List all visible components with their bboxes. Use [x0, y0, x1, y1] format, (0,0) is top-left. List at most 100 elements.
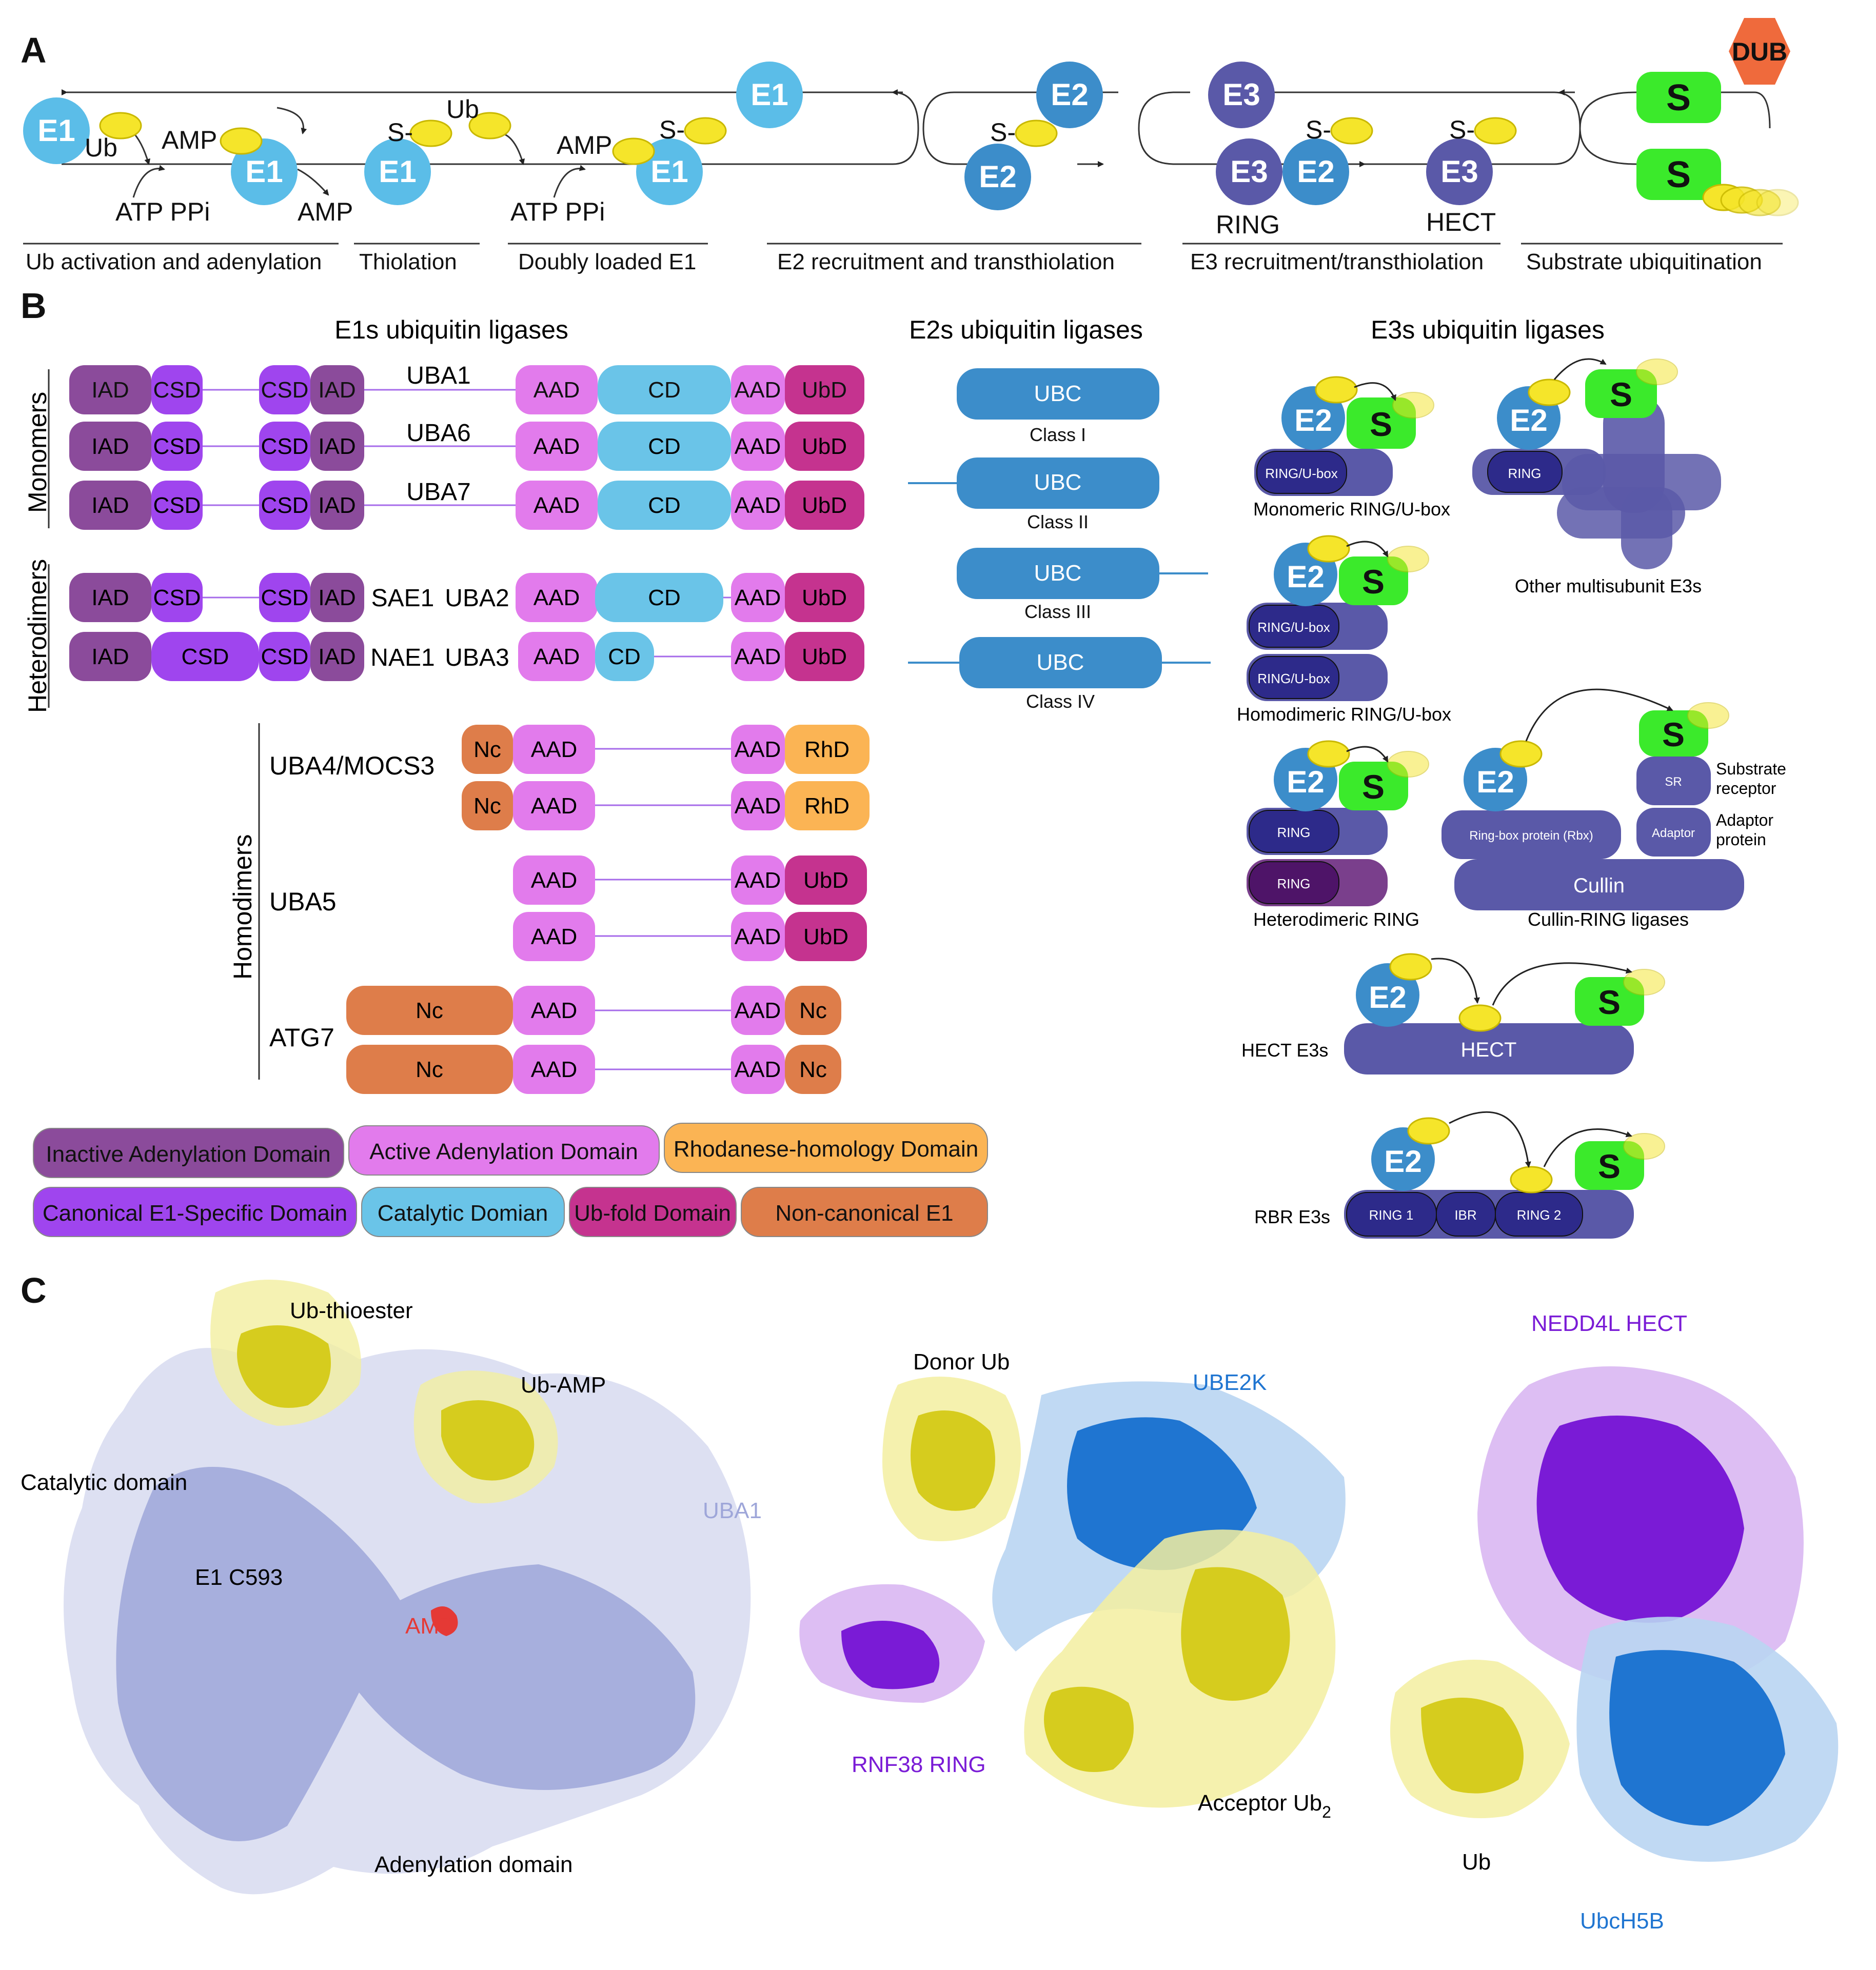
amp-label-1: AMP: [162, 126, 217, 154]
uba3-name: UBA3: [445, 644, 509, 671]
row-uba6: IAD CSD CSD IAD UBA6 AAD CD AAD UbD: [69, 420, 864, 471]
svg-text:Class III: Class III: [1024, 601, 1091, 622]
structure-nedd4l-ubch5b: NEDD4L HECT Ub UbcH5B: [1390, 1311, 1839, 1934]
e1-linkers: [200, 389, 734, 1070]
svg-text:E2: E2: [979, 160, 1016, 194]
rnf38-label: RNF38 RING: [852, 1752, 986, 1777]
svg-text:Class I: Class I: [1030, 424, 1086, 445]
svg-text:AAD: AAD: [531, 1057, 577, 1082]
e1-node-3: E1: [364, 138, 431, 205]
svg-text:UbD: UbD: [802, 493, 847, 518]
svg-text:Class IV: Class IV: [1026, 691, 1095, 712]
svg-text:E2: E2: [1476, 765, 1514, 799]
svg-text:E2: E2: [1287, 765, 1324, 799]
svg-text:RING 1: RING 1: [1369, 1207, 1414, 1223]
uba5-name: UBA5: [269, 887, 337, 916]
svg-text:UBC: UBC: [1034, 561, 1082, 586]
svg-text:Nc: Nc: [473, 737, 501, 762]
svg-text:AAD: AAD: [531, 793, 577, 819]
svg-text:DUB: DUB: [1732, 37, 1787, 66]
svg-text:Ring-box protein (Rbx): Ring-box protein (Rbx): [1469, 829, 1593, 843]
e1-title: E1s ubiquitin ligases: [334, 315, 568, 344]
panel-label-b: B: [21, 286, 47, 326]
svg-text:IAD: IAD: [91, 434, 129, 459]
svg-text:E2: E2: [1384, 1144, 1421, 1179]
e2-node-2: E2: [964, 144, 1031, 210]
ub-c-label: Ub: [1462, 1849, 1491, 1875]
svg-text:CSD: CSD: [261, 434, 309, 459]
row-uba4-b: Nc AAD AAD RhD: [462, 781, 870, 830]
svg-text:CSD: CSD: [182, 644, 229, 669]
svg-text:AAD: AAD: [735, 793, 781, 819]
svg-text:HECT: HECT: [1461, 1039, 1517, 1061]
svg-text:CSD: CSD: [153, 377, 201, 403]
e3-heterodimeric: RING RING E2 S Heterodimeric RING: [1247, 740, 1429, 930]
e3-monomeric: RING/U-box E2 S Monomeric RING/U-box: [1253, 376, 1450, 520]
ube2k-label: UBE2K: [1193, 1370, 1267, 1395]
e1-node-2: E1: [231, 138, 298, 205]
e3-node-hect: E3: [1426, 138, 1493, 205]
legend-noncanonical: Non-canonical E1: [775, 1201, 953, 1226]
svg-text:AAD: AAD: [735, 924, 781, 949]
svg-text:IAD: IAD: [318, 585, 356, 610]
monomers-label: Monomers: [23, 392, 52, 513]
s-dash-4: S-: [1306, 115, 1331, 144]
domain-legend: [33, 1123, 988, 1237]
svg-text:Nc: Nc: [416, 998, 443, 1023]
svg-text:IAD: IAD: [318, 644, 356, 669]
e3-rbr: RING 1 IBR RING 2 E2 S RBR E3s: [1254, 1111, 1665, 1239]
svg-text:CSD: CSD: [153, 434, 201, 459]
homodimeric-label: Homodimeric RING/U-box: [1237, 704, 1451, 725]
svg-text:Nc: Nc: [799, 998, 827, 1023]
svg-text:E1: E1: [37, 113, 75, 148]
legend-ubfold: Ub-fold Domain: [574, 1201, 731, 1226]
svg-text:AAD: AAD: [735, 868, 781, 893]
panel-c: Ub-thioester Ub-AMP Catalytic domain E1 …: [21, 1280, 1839, 1934]
e3-hect: HECT E2 S HECT E3s: [1241, 953, 1665, 1074]
panel-a: E1 E1 E1 E1 E1 E2 E2 E2 E3 E3 E3 S S DUB: [23, 18, 1799, 274]
rbr-e3s-label: RBR E3s: [1254, 1206, 1330, 1227]
e2-node-1: E2: [1036, 62, 1103, 128]
arrow-atp: [132, 165, 165, 198]
svg-text:CD: CD: [608, 644, 641, 669]
cullin-ring-label: Cullin-RING ligases: [1528, 909, 1689, 930]
s-dash-2: S-: [659, 115, 685, 144]
svg-text:E3: E3: [1440, 154, 1478, 189]
panel-b-e2: UBC Class I UBC Class II UBC Class III U…: [908, 368, 1211, 712]
svg-text:Nc: Nc: [473, 793, 501, 819]
row-atg7-b: Nc AAD AAD Nc: [346, 1045, 841, 1094]
svg-text:Cullin: Cullin: [1573, 874, 1625, 897]
e2-class-1: UBC Class I: [957, 368, 1159, 445]
svg-text:AAD: AAD: [735, 493, 781, 518]
acceptor-ub-label: Acceptor Ub2: [1198, 1790, 1331, 1821]
svg-text:UbD: UbD: [802, 585, 847, 610]
loop-e1: [62, 89, 919, 165]
e2-class-4: UBC Class IV: [908, 637, 1211, 712]
panel-label-a: A: [21, 30, 47, 70]
hect-label: HECT: [1426, 208, 1496, 236]
svg-text:E2: E2: [1287, 560, 1324, 594]
arrow-atp-2: [553, 165, 586, 198]
svg-text:UBC: UBC: [1034, 470, 1082, 495]
heterodimers-label: Heterodimers: [23, 559, 52, 713]
arrow-e1-b: [277, 107, 307, 134]
uba1-label: UBA1: [703, 1498, 762, 1523]
ub-ellipses: [99, 112, 1799, 216]
svg-text:AAD: AAD: [531, 924, 577, 949]
amp-label-3: AMP: [557, 131, 612, 160]
svg-text:E1: E1: [245, 154, 283, 189]
ring-label: RING: [1216, 210, 1280, 239]
loop-e3: [1138, 91, 1581, 165]
svg-text:RING: RING: [1508, 466, 1542, 481]
svg-text:AAD: AAD: [735, 434, 781, 459]
svg-text:CD: CD: [648, 493, 681, 518]
s-dash-1: S-: [387, 118, 413, 147]
e3-title: E3s ubiquitin ligases: [1371, 315, 1605, 344]
svg-text:S: S: [1666, 77, 1691, 118]
svg-text:AAD: AAD: [735, 737, 781, 762]
svg-text:CSD: CSD: [153, 493, 201, 518]
row-uba7: IAD CSD CSD IAD UBA7 AAD CD AAD UbD: [69, 479, 864, 530]
adaptor-label-2: protein: [1716, 830, 1766, 849]
svg-text:Nc: Nc: [416, 1057, 443, 1082]
